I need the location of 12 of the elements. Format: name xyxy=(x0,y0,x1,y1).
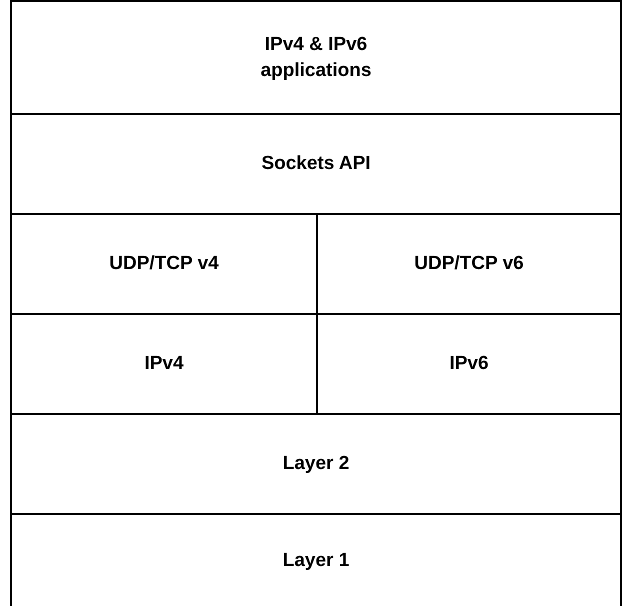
layer-label: Layer 2 xyxy=(282,452,350,476)
layer-label: UDP/TCP v4 xyxy=(109,252,219,276)
layer-box xyxy=(10,413,622,515)
layer-box xyxy=(10,0,622,115)
layer-label: IPv6 xyxy=(449,352,489,376)
layer-box xyxy=(10,113,622,215)
layer-box xyxy=(10,513,622,606)
layer-label: UDP/TCP v6 xyxy=(414,252,524,276)
layer-label: IPv4 xyxy=(144,352,184,376)
layer-label: Layer 1 xyxy=(282,548,350,573)
layer-label: Sockets API xyxy=(261,152,371,176)
layer-label: IPv4 & IPv6 applications xyxy=(260,32,372,82)
